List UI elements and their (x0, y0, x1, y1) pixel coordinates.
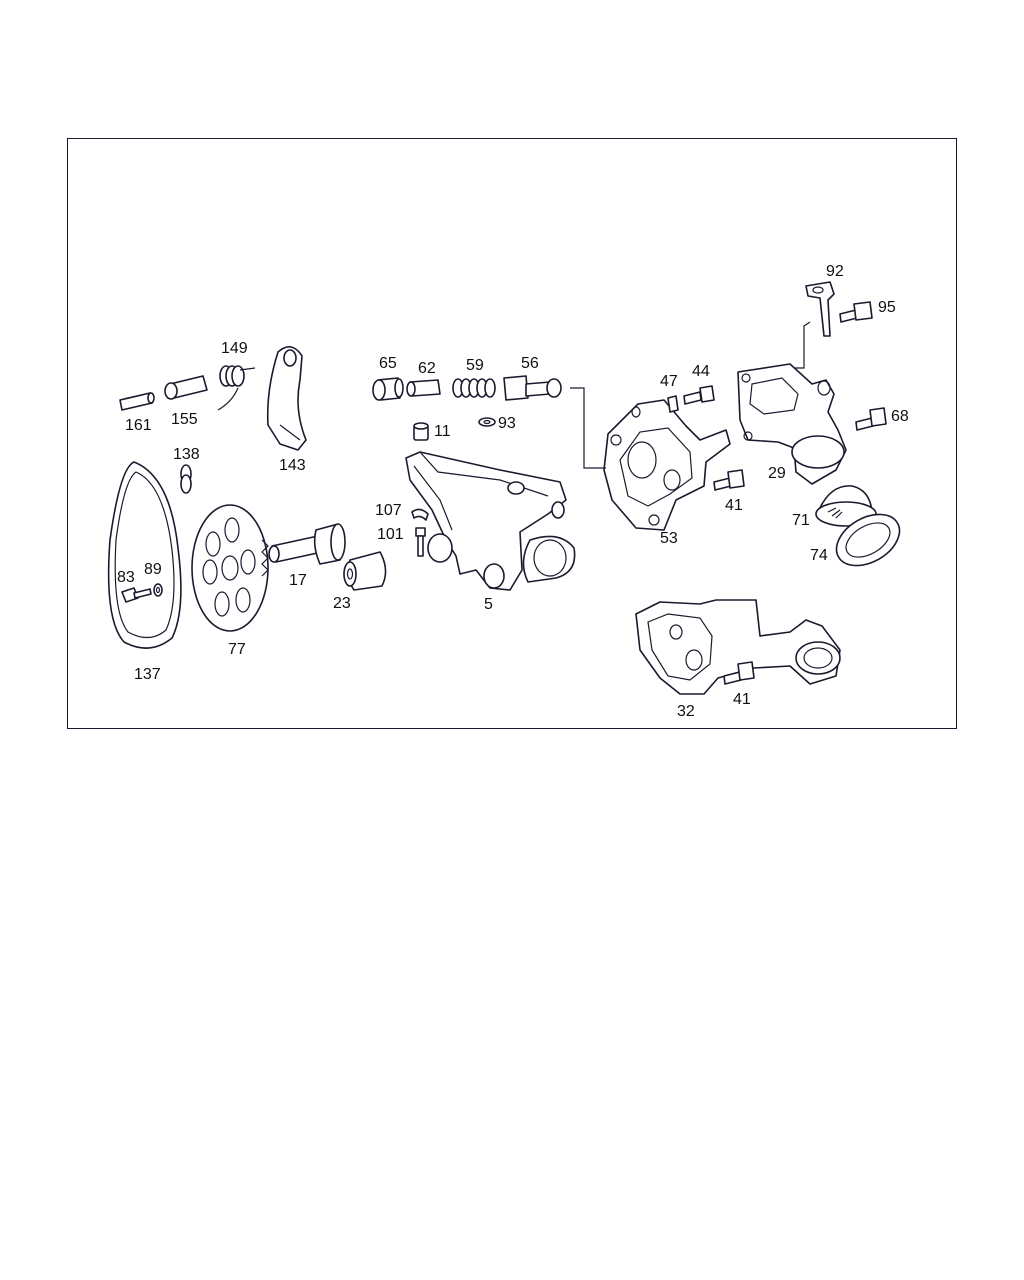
part-41-bolt-lower (723, 661, 755, 685)
label-161: 161 (125, 417, 152, 434)
part-101-screw (415, 527, 426, 557)
part-95-bolt (839, 301, 873, 323)
part-107-clip (411, 508, 429, 521)
label-138: 138 (173, 446, 200, 463)
label-137: 137 (134, 666, 161, 683)
part-56-valve (503, 375, 562, 401)
part-53-cover (603, 399, 731, 531)
part-137-chain (107, 461, 182, 649)
part-92-bracket (784, 281, 835, 369)
label-62: 62 (418, 360, 436, 377)
label-47: 47 (660, 373, 678, 390)
label-29: 29 (768, 465, 786, 482)
part-68-bolt (855, 407, 887, 431)
label-5: 5 (484, 596, 493, 613)
part-74-seal-ring (835, 513, 901, 567)
label-77: 77 (228, 641, 246, 658)
label-74: 74 (810, 547, 828, 564)
part-149-spring (217, 365, 256, 411)
label-23: 23 (333, 595, 351, 612)
part-83-bolt (121, 587, 152, 603)
part-47-clip (667, 395, 679, 413)
label-155: 155 (171, 411, 198, 428)
label-32: 32 (677, 703, 695, 720)
part-44-bolt (683, 385, 715, 405)
part-138-link (180, 464, 192, 494)
label-95: 95 (878, 299, 896, 316)
part-65-plug (372, 377, 404, 401)
label-149: 149 (221, 340, 248, 357)
label-83: 83 (117, 569, 135, 586)
part-41-bolt-upper (713, 469, 745, 491)
label-11: 11 (434, 423, 451, 440)
leader-line (570, 387, 606, 469)
label-53: 53 (660, 530, 678, 547)
label-65: 65 (379, 355, 397, 372)
label-41-lower: 41 (733, 691, 751, 708)
label-41-upper: 41 (725, 497, 743, 514)
part-62-piston (406, 379, 441, 397)
label-56: 56 (521, 355, 539, 372)
label-68: 68 (891, 408, 909, 425)
part-23-gear (343, 551, 387, 591)
label-101: 101 (377, 526, 404, 543)
part-29-housing (737, 363, 847, 485)
label-93: 93 (498, 415, 516, 432)
part-59-spring (452, 378, 496, 398)
part-143-lever (266, 346, 307, 451)
label-17: 17 (289, 572, 307, 589)
part-32-housing (635, 599, 841, 695)
label-92: 92 (826, 263, 844, 280)
part-89-washer (153, 583, 163, 597)
part-17-gear-shaft (268, 523, 346, 565)
label-71: 71 (792, 512, 810, 529)
label-59: 59 (466, 357, 484, 374)
label-107: 107 (375, 502, 402, 519)
part-77-sprocket (191, 504, 269, 632)
part-93-washer (478, 417, 496, 427)
part-155-bushing (164, 375, 208, 400)
label-143: 143 (279, 457, 306, 474)
part-5-pump-housing (405, 451, 576, 591)
part-161-pin (119, 392, 155, 411)
diagram-frame (67, 138, 957, 729)
label-44: 44 (692, 363, 710, 380)
label-89: 89 (144, 561, 162, 578)
part-11-sleeve (413, 422, 429, 441)
